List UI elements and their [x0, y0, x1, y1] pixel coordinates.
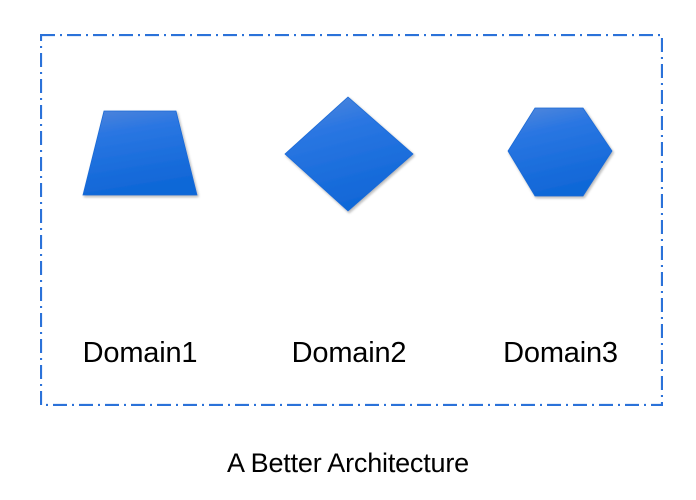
trapezoid-shape-icon — [82, 110, 198, 196]
domain-label-domain1: Domain1 — [82, 337, 198, 369]
domain-container: Domain1 — [40, 34, 663, 406]
domain-label-domain2: Domain2 — [291, 337, 407, 369]
domain-panel-domain3[interactable]: Domain3 — [458, 34, 663, 406]
domain-panel-domain2[interactable]: Domain2 — [240, 34, 458, 406]
shape-slot-domain2 — [240, 74, 458, 234]
diagram-caption: A Better Architecture — [227, 448, 469, 478]
shape-slot-domain1 — [40, 74, 240, 234]
domain-label-domain3: Domain3 — [503, 337, 618, 369]
diamond-shape-icon — [284, 96, 414, 212]
shape-slot-domain3 — [458, 74, 663, 234]
hexagon-shape-icon — [507, 107, 612, 197]
domain-panel-domain1[interactable]: Domain1 — [40, 34, 240, 406]
